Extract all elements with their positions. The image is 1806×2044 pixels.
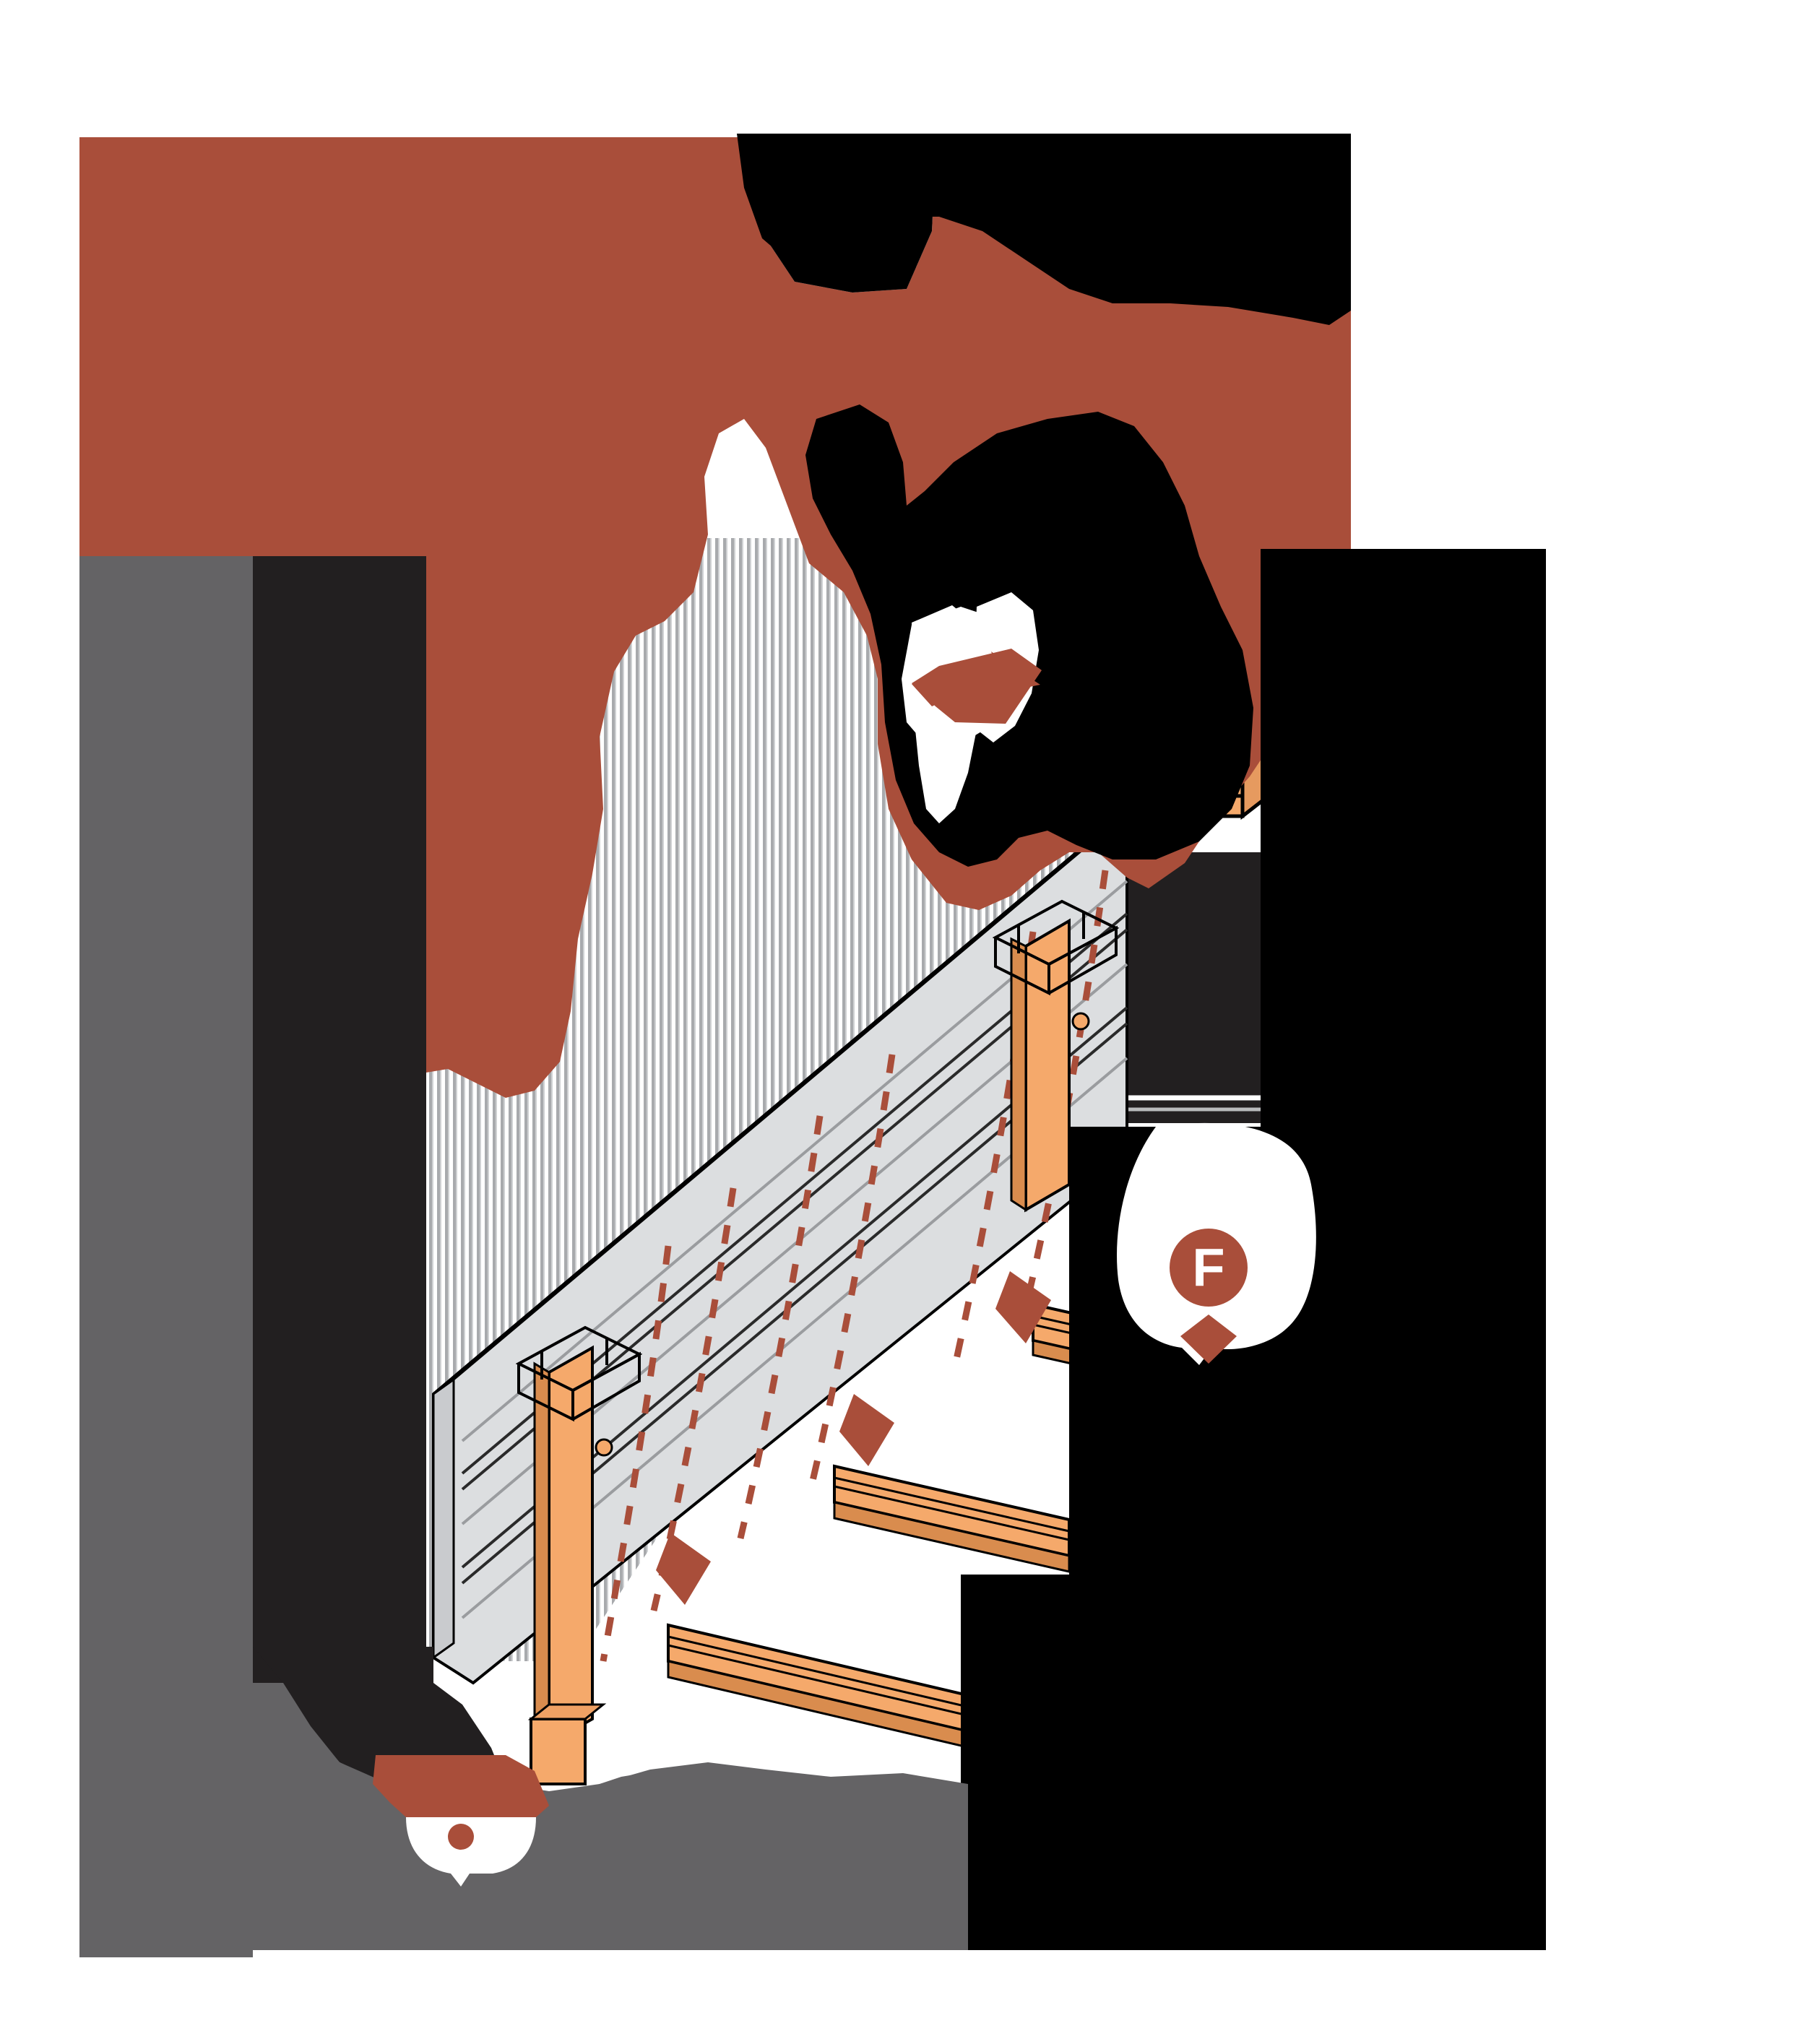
callout-lower-left-bubble <box>406 1817 536 1887</box>
callout-f-label: F <box>1192 1238 1224 1298</box>
mask-charcoal-left-lower <box>253 1647 506 1784</box>
mask-black-upper-b <box>737 134 1351 325</box>
redaction-masks <box>79 134 1546 1957</box>
mask-charcoal-left <box>253 556 426 1683</box>
callout-f-pointer <box>1180 1315 1237 1364</box>
callout-lower-left-badge <box>448 1824 474 1850</box>
callout-lower-left-cover <box>373 1755 549 1817</box>
mask-gray-bottom <box>506 1762 968 1950</box>
mask-black-right <box>1261 549 1546 1618</box>
callout-lower-left[interactable] <box>373 1755 549 1887</box>
callout-f[interactable]: F <box>1117 1122 1316 1365</box>
frame-jamb-profile-left <box>515 1325 643 1785</box>
frame-jamb-profile-right <box>992 899 1120 1213</box>
window-opening-frame <box>1127 844 1261 1123</box>
callout-f-badge <box>1170 1229 1248 1307</box>
mask-black-bottom <box>961 1575 1546 1950</box>
direction-arrow <box>912 649 1042 724</box>
